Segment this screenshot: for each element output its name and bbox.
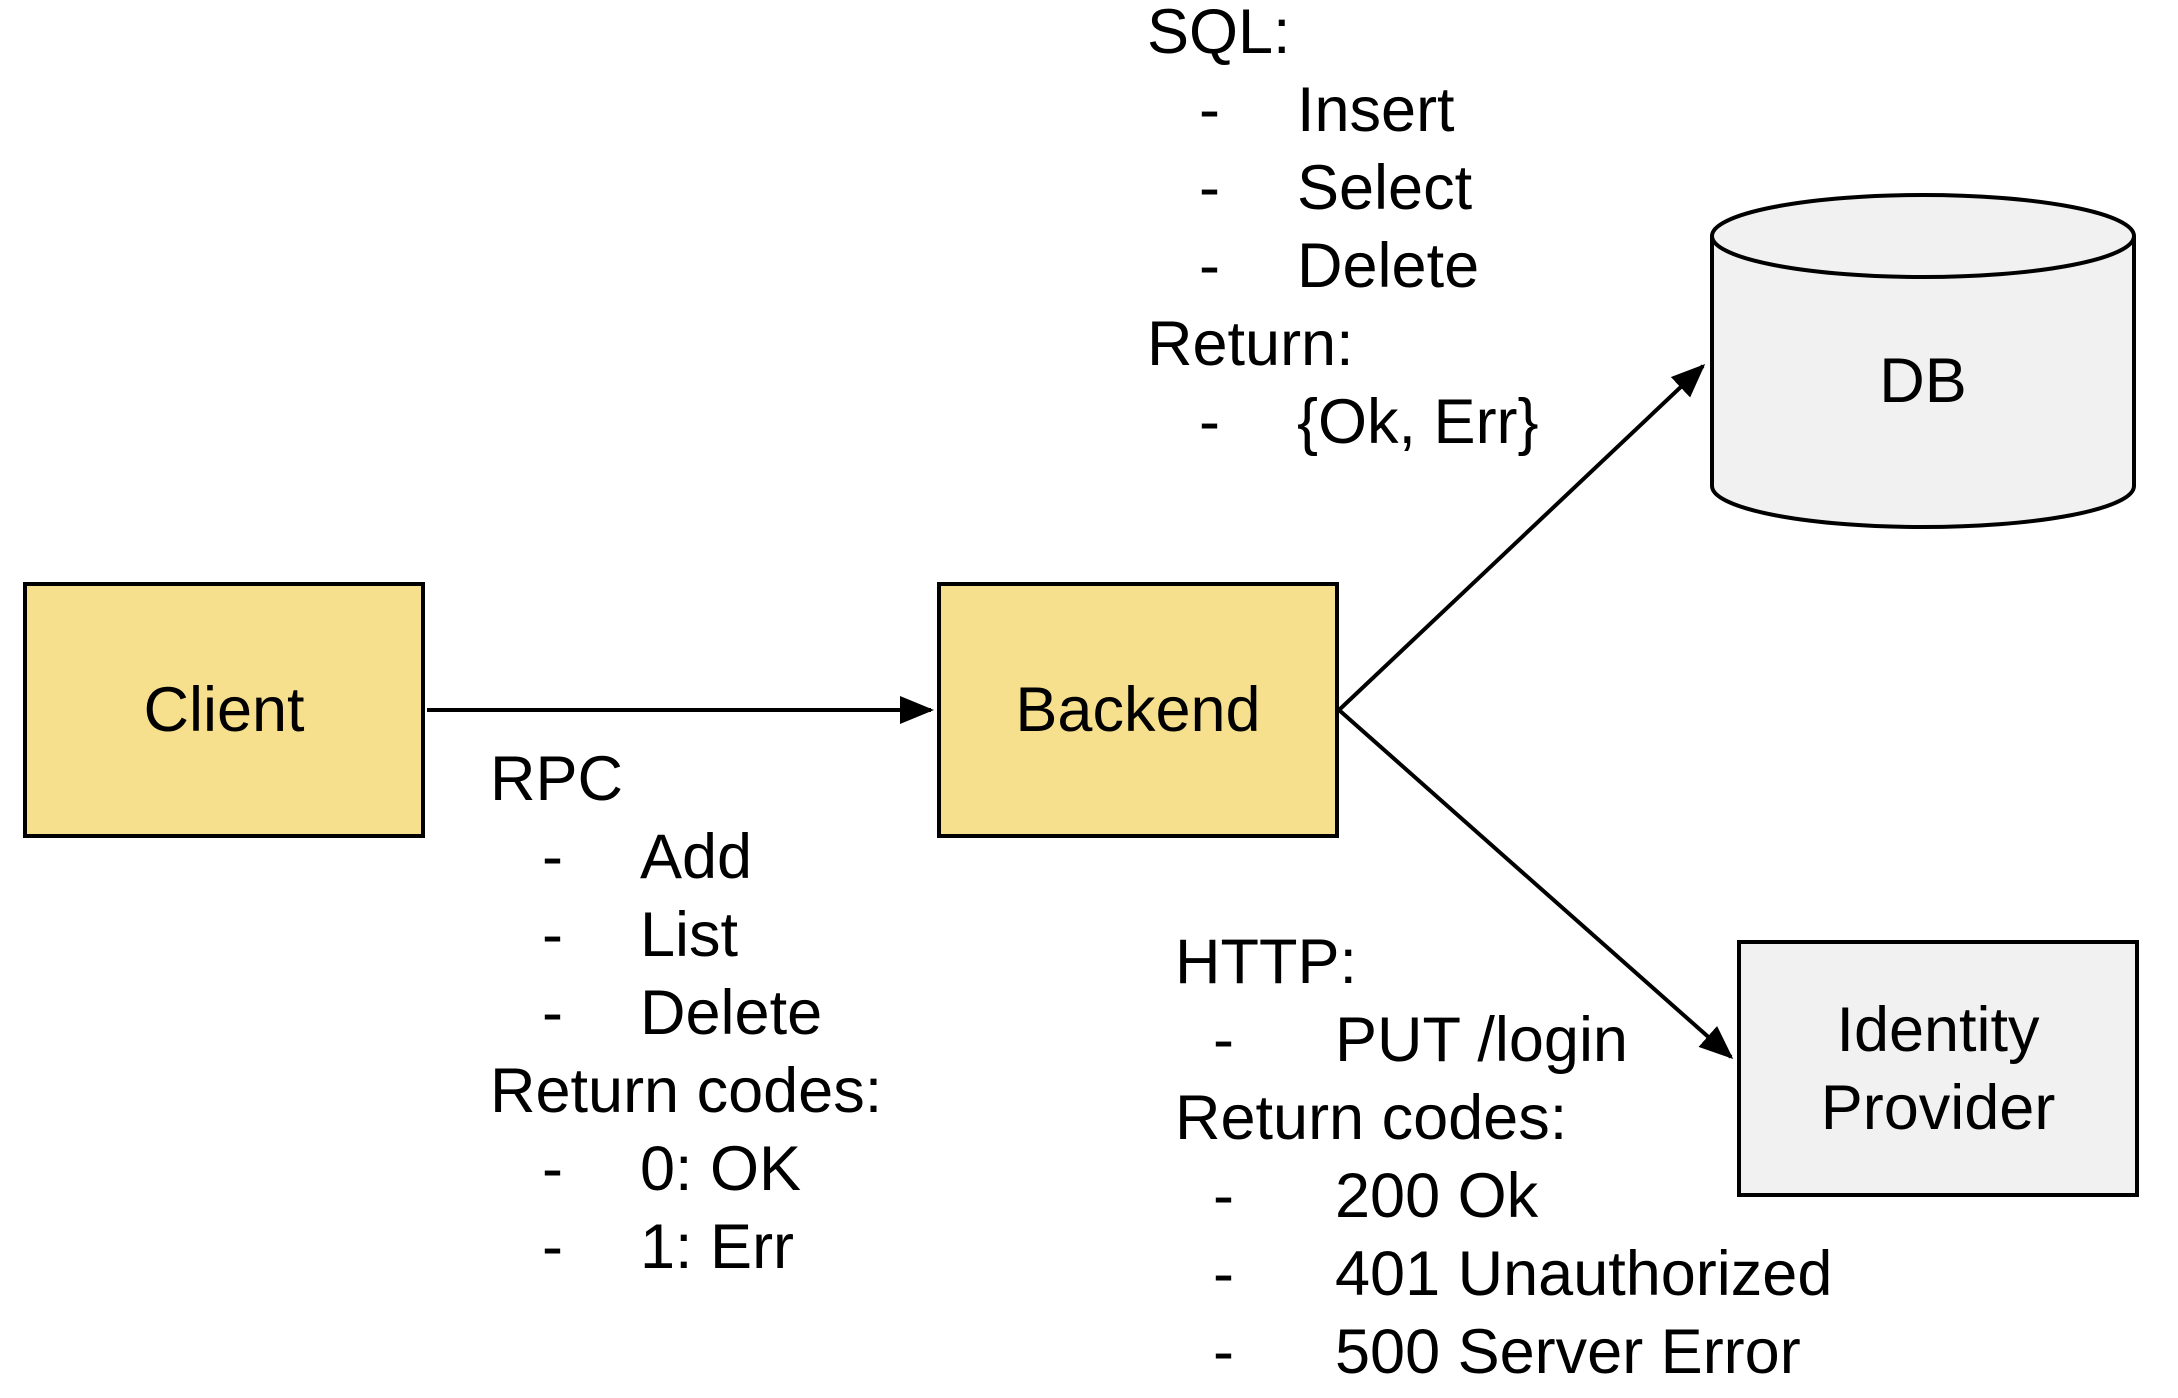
client-node: Client — [23, 582, 425, 838]
sql-item-text: Select — [1297, 153, 1473, 223]
rpc-item-text: List — [640, 900, 739, 970]
sql-item-text: Delete — [1297, 231, 1480, 301]
http-annotation-title: HTTP: — [1175, 927, 1357, 997]
bullet-dash: - — [542, 900, 563, 970]
db-label: DB — [1879, 346, 1967, 416]
backend-node: Backend — [937, 582, 1339, 838]
rpc-annotation-return-item: - 0: OK — [490, 1130, 882, 1208]
http-annotation: HTTP: -PUT /login Return codes: -200 Ok … — [1175, 923, 1832, 1391]
bullet-dash: - — [1199, 231, 1220, 301]
sql-annotation-title: SQL: — [1147, 0, 1291, 67]
sql-return-item-text: {Ok, Err} — [1297, 387, 1539, 457]
http-item-text: PUT /login — [1335, 1005, 1628, 1075]
rpc-annotation-title: RPC — [490, 744, 624, 814]
sql-annotation-item: - Delete — [1147, 227, 1539, 305]
rpc-return-item-text: 0: OK — [640, 1134, 802, 1204]
db-node: DB — [1708, 191, 2138, 531]
rpc-item-text: Delete — [640, 978, 823, 1048]
http-return-item-text: 500 Server Error — [1335, 1317, 1801, 1387]
rpc-annotation-item: - List — [490, 896, 882, 974]
rpc-annotation-return-item: - 1: Err — [490, 1208, 882, 1286]
rpc-annotation-return-title: Return codes: — [490, 1056, 883, 1126]
bullet-dash: - — [542, 1134, 563, 1204]
identity-provider-label-line1: Identity — [1836, 994, 2040, 1065]
client-label: Client — [143, 675, 305, 745]
http-annotation-return-item: - 200 Ok — [1175, 1157, 1832, 1235]
bullet-dash: - — [1199, 387, 1220, 457]
bullet-dash: - — [1213, 1239, 1234, 1309]
http-return-item-text: 401 Unauthorized — [1335, 1239, 1833, 1309]
bullet-dash: - — [1213, 1317, 1234, 1387]
db-cylinder-body — [1710, 236, 2136, 529]
http-annotation-return-item: - 500 Server Error — [1175, 1313, 1832, 1391]
sql-annotation: SQL: - Insert - Select - Delete Return: - {O… — [1147, 0, 1539, 461]
bullet-dash: - — [1199, 75, 1220, 145]
rpc-item-text: Add — [640, 822, 753, 892]
bullet-dash: - — [1213, 1161, 1234, 1231]
identity-provider-label-line2: Provider — [1820, 1072, 2056, 1143]
rpc-annotation: RPC - Add - List - Delete Return codes: - 0:… — [490, 740, 882, 1286]
rpc-annotation-item: - Add — [490, 818, 882, 896]
http-annotation-item: - PUT /login — [1175, 1001, 1832, 1079]
bullet-dash: - — [542, 1212, 563, 1282]
http-return-item-text: 200 Ok — [1335, 1161, 1539, 1231]
bullet-dash: - — [542, 978, 563, 1048]
http-annotation-return-item: - 401 Unauthorized — [1175, 1235, 1832, 1313]
identity-provider-node: Identity Provider — [1737, 940, 2139, 1197]
bullet-dash: - — [542, 822, 563, 892]
bullet-dash: - — [1199, 153, 1220, 223]
backend-label: Backend — [1015, 675, 1261, 745]
sql-annotation-return-title: Return: — [1147, 309, 1354, 379]
rpc-return-item-text: 1: Err — [640, 1212, 795, 1282]
bullet-dash: - — [1213, 1005, 1234, 1075]
sql-annotation-item: - Select — [1147, 149, 1539, 227]
sql-annotation-item: - Insert — [1147, 71, 1539, 149]
sql-item-text: Insert — [1297, 75, 1455, 145]
http-annotation-return-title: Return codes: — [1175, 1083, 1568, 1153]
db-cylinder-top — [1710, 193, 2136, 279]
sql-annotation-return-item: - {Ok, Err} — [1147, 383, 1539, 461]
rpc-annotation-item: - Delete — [490, 974, 882, 1052]
db-cylinder-icon — [1710, 193, 2136, 529]
